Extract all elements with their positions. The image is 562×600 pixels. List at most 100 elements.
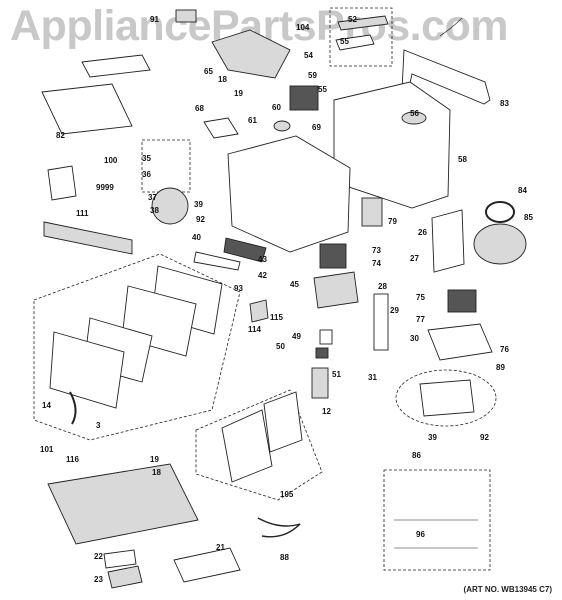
callout-38: 38 <box>150 206 159 215</box>
callout-92: 92 <box>480 433 489 442</box>
callout-56: 56 <box>410 109 419 118</box>
callout-52: 52 <box>348 15 357 24</box>
callout-82: 82 <box>56 131 65 140</box>
part-49 <box>319 329 333 345</box>
dashed-group-86 <box>383 469 491 571</box>
part-114 <box>249 299 269 323</box>
callout-68: 68 <box>195 104 204 113</box>
callout-55: 55 <box>318 85 327 94</box>
part-82-rack <box>41 83 133 135</box>
callout-85: 85 <box>524 213 533 222</box>
part-cover <box>419 379 475 417</box>
part-42 <box>223 237 267 263</box>
callout-69: 69 <box>312 123 321 132</box>
callout-29: 29 <box>390 306 399 315</box>
callout-77: 77 <box>416 315 425 324</box>
callout-92: 92 <box>196 215 205 224</box>
callout-18: 18 <box>218 75 227 84</box>
part-bottom-plate <box>47 463 199 545</box>
dashed-group-105 <box>195 389 323 501</box>
door-outer <box>49 331 125 409</box>
oven-cavity <box>227 135 351 253</box>
callout-30: 30 <box>410 334 419 343</box>
dashed-group-52 <box>329 7 393 67</box>
part-9999-sheet <box>47 165 77 201</box>
callout-116: 116 <box>66 455 79 464</box>
part-28 <box>373 293 389 351</box>
callout-54: 54 <box>304 51 313 60</box>
callout-105: 105 <box>280 490 294 499</box>
part-control <box>263 391 303 453</box>
callout-79: 79 <box>388 217 397 226</box>
part-58-cabinet <box>333 81 451 209</box>
callout-3: 3 <box>96 421 101 430</box>
callout-40: 40 <box>192 233 201 242</box>
callout-28: 28 <box>378 282 387 291</box>
callout-9999: 9999 <box>96 183 114 192</box>
callout-75: 75 <box>416 293 425 302</box>
callout-23: 23 <box>94 575 103 584</box>
part-keypad <box>221 409 273 483</box>
callout-114: 114 <box>248 325 261 334</box>
callout-60: 60 <box>272 103 281 112</box>
part-68 <box>203 117 239 139</box>
callout-43: 43 <box>258 255 267 264</box>
callout-36: 36 <box>142 170 151 179</box>
part-76-base <box>427 323 493 361</box>
callout-18: 18 <box>152 468 161 477</box>
part-12 <box>311 367 329 399</box>
callout-101: 101 <box>40 445 54 454</box>
callout-19: 19 <box>150 455 159 464</box>
callout-49: 49 <box>292 332 301 341</box>
part-59-fan <box>289 85 319 111</box>
part-52 <box>337 15 389 31</box>
part-filter <box>81 54 151 78</box>
callout-35: 35 <box>142 154 151 163</box>
part-65 <box>211 29 291 79</box>
callout-21: 21 <box>216 543 225 552</box>
callout-83: 83 <box>500 99 509 108</box>
part-111-vent <box>43 221 133 255</box>
part-51 <box>315 347 329 359</box>
callout-88: 88 <box>280 553 289 562</box>
callout-51: 51 <box>332 370 341 379</box>
part-75-magnetron <box>447 289 477 313</box>
part-56 <box>401 111 427 125</box>
part-26-plate <box>431 209 465 273</box>
callout-27: 27 <box>410 254 419 263</box>
callout-65: 65 <box>204 67 213 76</box>
part-37-roller <box>151 187 189 225</box>
callout-45: 45 <box>290 280 299 289</box>
callout-96: 96 <box>416 530 425 539</box>
callout-58: 58 <box>458 155 467 164</box>
callout-31: 31 <box>368 373 377 382</box>
callout-111: 111 <box>76 209 89 218</box>
callout-115: 115 <box>270 313 283 322</box>
dashed-group-100 <box>141 139 191 193</box>
callout-39: 39 <box>194 200 203 209</box>
part-cord <box>439 17 463 37</box>
part-45 <box>313 271 359 309</box>
callout-93: 93 <box>234 284 243 293</box>
callout-73: 73 <box>372 246 381 255</box>
callout-59: 59 <box>308 71 317 80</box>
dashed-group-39-92 <box>395 369 497 427</box>
callout-61: 61 <box>248 116 257 125</box>
part-60 <box>273 120 291 132</box>
part-91-grill <box>175 9 197 23</box>
part-88-harness <box>257 517 301 538</box>
callout-22: 22 <box>94 552 103 561</box>
callout-14: 14 <box>42 401 51 410</box>
part-3 <box>69 391 77 425</box>
part-84-ring <box>485 201 515 223</box>
callout-50: 50 <box>276 342 285 351</box>
callout-84: 84 <box>518 186 527 195</box>
part-21-filter <box>173 547 241 583</box>
callout-19: 19 <box>234 89 243 98</box>
part-93 <box>193 251 241 271</box>
callout-86: 86 <box>412 451 421 460</box>
art-number: (ART NO. WB13945 C7) <box>463 585 552 594</box>
callout-26: 26 <box>418 228 427 237</box>
